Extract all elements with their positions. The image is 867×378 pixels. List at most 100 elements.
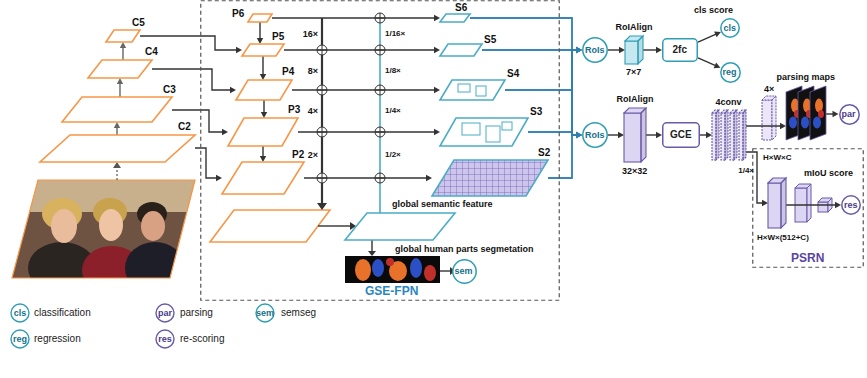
segmentation-image [345,256,440,283]
connector-line [195,148,218,178]
node-label: 2fc [673,44,687,56]
arrow-head [261,112,267,118]
plane-outline [228,118,298,146]
arrow-head [780,123,786,129]
connector [261,100,267,118]
feature-block [624,108,646,162]
node-label: global semantic feature [392,199,493,209]
arrow-head [835,202,841,208]
semantic-plane: global semantic feature [345,199,493,240]
connector-line [528,50,578,132]
merge-line [317,203,327,210]
region-boxes [486,126,500,142]
backbone-plane-shape [62,97,172,122]
plane-outline [40,135,195,162]
connector [786,202,841,208]
node-label: PSRN [791,252,824,266]
scale-factor: 8× [308,66,318,76]
arrow-head [230,87,236,93]
legend-text: classification [34,307,91,319]
arrow-head [576,132,582,138]
arrow-head [434,47,440,53]
plane-outline [88,60,152,78]
feature-block [712,110,719,160]
region-boxes [502,122,512,130]
upsample-block [762,100,772,140]
scale-factor: 1/8× [385,66,401,75]
backbone-plane: C3 [62,84,176,122]
node-label: P4 [282,66,294,78]
arrow-head [236,47,242,53]
connector-line [746,152,764,203]
fused-feature-plane [210,210,330,242]
region-boxes [458,84,470,92]
node-label: S6 [455,2,467,14]
pyramid-plane: P4 [236,66,295,100]
block-side [716,110,719,160]
feature-block-shape [625,36,643,64]
connector [505,90,582,138]
connector [292,87,440,93]
arrow-head [434,87,440,93]
map-panel [810,86,826,140]
connector [643,47,662,53]
pyramid-plane-shape [228,118,298,146]
legend-text: parsing [180,307,213,319]
arrow-head [576,132,582,138]
feature-block [768,178,786,228]
connector-line [505,90,578,135]
connector [646,132,662,138]
node-label: S2 [538,147,550,159]
input-photo [51,209,77,243]
circle-outline [583,38,607,62]
region-boxes [476,86,486,96]
connector-line [119,82,120,97]
legend-symbol: par [158,308,172,318]
caption-label: global human parts segmetation [395,244,534,254]
node-label: res [844,200,858,210]
legend-text: regression [34,333,81,345]
arrow-head [714,62,721,68]
connector [746,123,786,129]
seg-arrow [368,240,376,256]
pyramid-plane: P6 [232,8,272,22]
feature-block: RoIAlign7×7 [616,22,653,78]
block-side [641,108,646,162]
node-label: sem [455,266,473,276]
pyramid-plane: P3 [228,104,301,146]
arrow-head [260,74,266,80]
map-region [818,110,824,118]
backbone-plane-shape [40,135,195,162]
map-region [801,116,809,128]
feature-block-shape [768,178,786,228]
input-photo [10,178,200,294]
node-label: GCE [670,129,692,141]
connector [114,122,120,135]
block-face [739,113,743,160]
node-label: GSE-FPN [365,285,418,299]
region-boxes [462,123,480,135]
connector [608,132,624,138]
connector-line [259,22,260,40]
conv-stack-shape [712,110,746,160]
input-photo [141,211,165,241]
plane-outline [440,14,470,22]
connector [195,148,222,181]
output-circle: reg [720,62,741,83]
plane-outline [440,118,528,146]
feature-block [807,184,811,222]
connector [120,42,126,60]
plane-outline [432,160,548,196]
module-frame: GSE-FPNP6P5P4P3P2S6S5S4S3S2global semant… [200,0,560,301]
block-face [624,113,641,162]
arrow-head [222,129,228,135]
connector [117,78,123,97]
feature-block [625,36,643,64]
arrow-head [576,132,582,138]
scale-factor: 1/16× [385,29,405,38]
semantic-plane-shape [440,118,528,146]
legend-symbol: cls [14,308,27,318]
plane-outline [440,44,482,56]
circle-outline [583,123,607,147]
